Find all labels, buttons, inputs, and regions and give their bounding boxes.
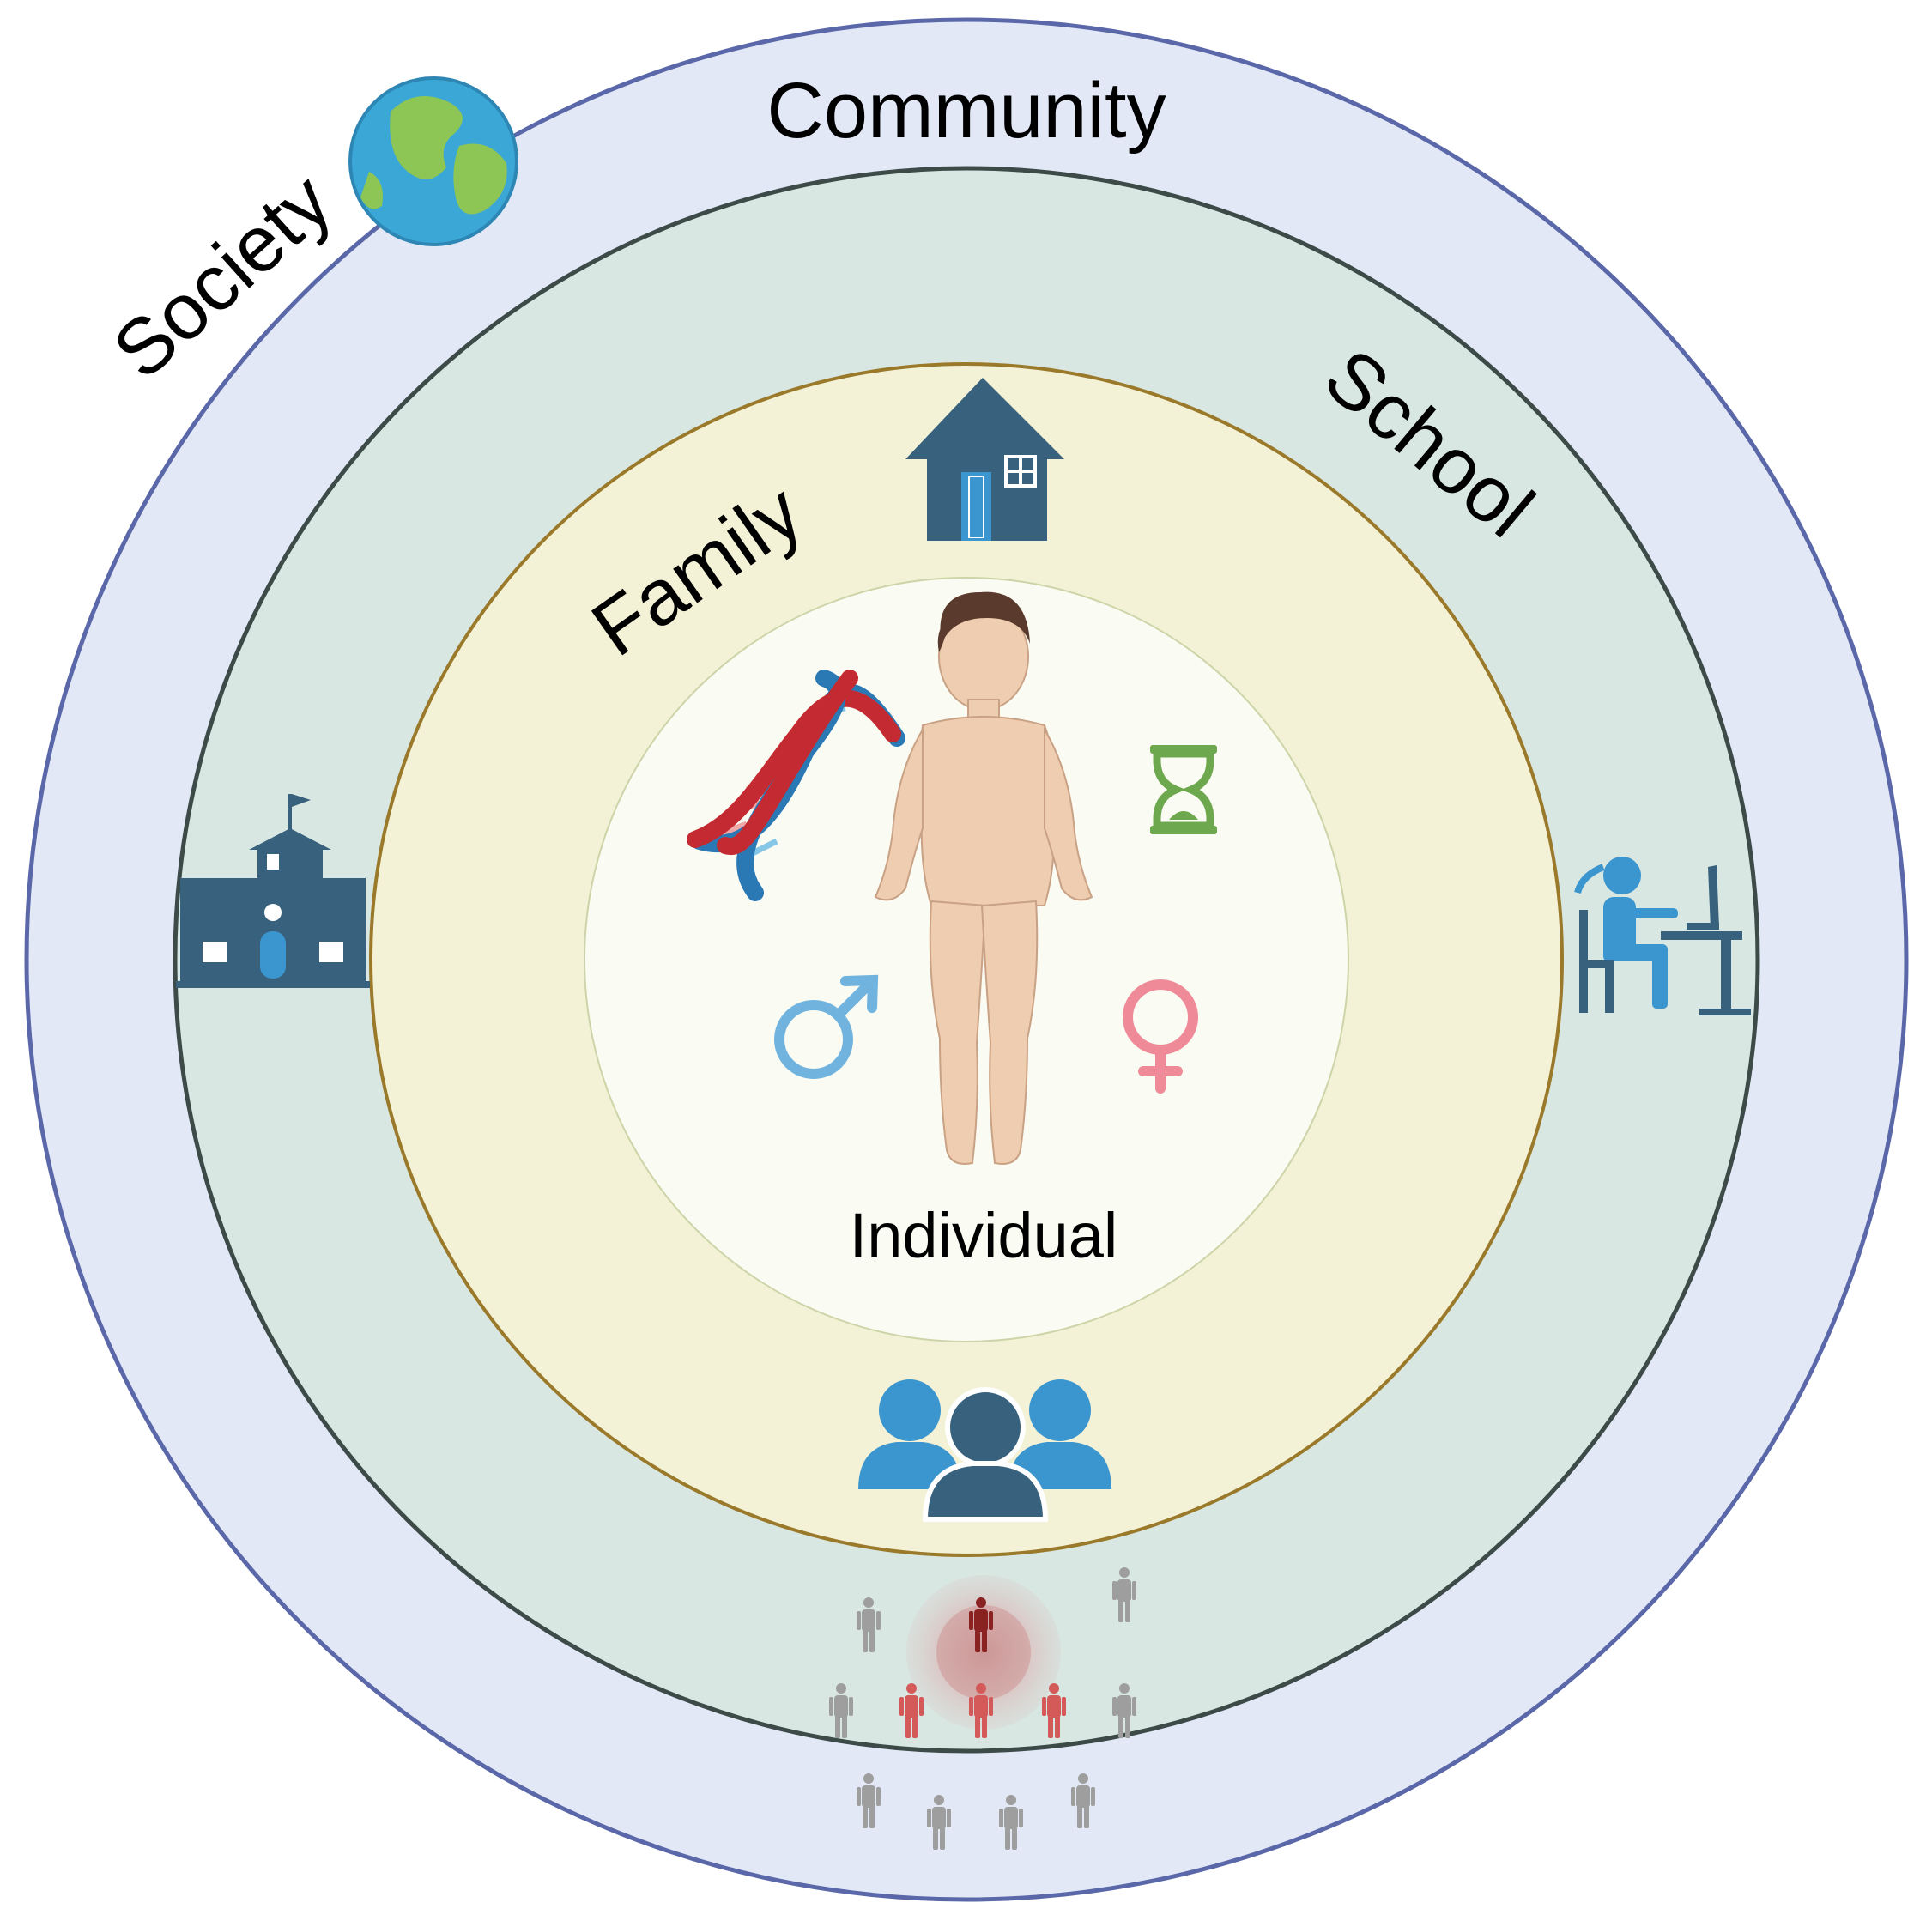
hourglass-icon [1150,745,1217,834]
child-figure-icon [874,591,1093,1165]
group-of-people-icon [858,1379,1111,1522]
globe-icon [348,76,518,246]
school-building-icon [176,794,370,988]
disease-spread-icon [829,1567,1136,1850]
house-icon [905,378,1064,541]
female-symbol-icon [1123,979,1198,1094]
student-at-desk-icon [1574,857,1751,1015]
dna-icon [687,670,905,901]
community-label: Community [766,67,1166,155]
individual-label: Individual [850,1200,1118,1271]
male-symbol-icon [774,974,879,1079]
